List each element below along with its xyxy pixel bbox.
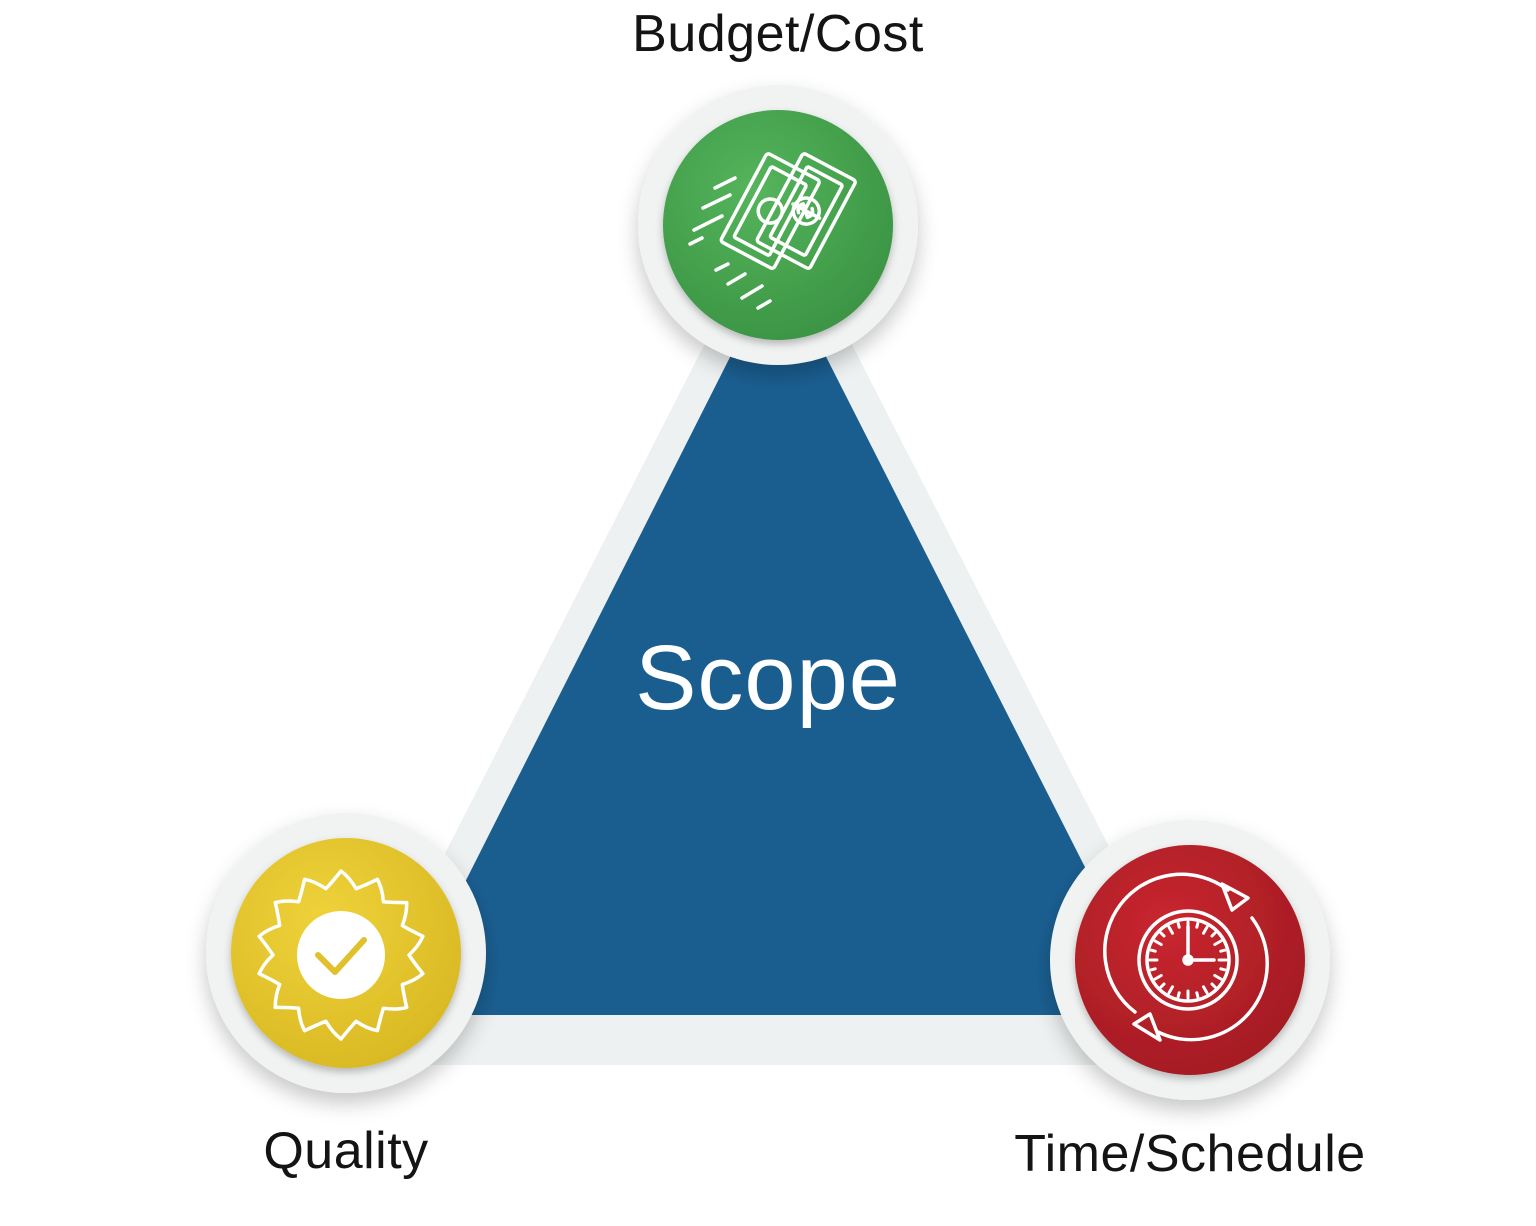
clock-tick bbox=[1195, 991, 1200, 999]
clock-tick bbox=[1202, 925, 1209, 935]
clock-tick bbox=[1153, 974, 1163, 981]
clock-tick bbox=[1210, 982, 1217, 989]
time-node bbox=[1050, 820, 1330, 1100]
clock-tick bbox=[1195, 921, 1200, 929]
clock-tick bbox=[1213, 939, 1223, 946]
quality-label: Quality bbox=[263, 1122, 429, 1180]
clock-tick bbox=[1159, 982, 1166, 989]
clock-tick bbox=[1153, 939, 1163, 946]
clock-tick bbox=[1210, 931, 1217, 938]
clock-tick bbox=[1167, 925, 1174, 935]
clock-tick bbox=[1176, 921, 1181, 929]
quality-node bbox=[206, 813, 486, 1093]
clock-tick bbox=[1149, 967, 1157, 972]
clock-tick bbox=[1149, 948, 1157, 953]
clock-tick bbox=[1213, 974, 1223, 981]
clock-tick bbox=[1202, 985, 1209, 995]
budget-cost-label: Budget/Cost bbox=[632, 5, 924, 63]
scope-label: Scope bbox=[635, 627, 901, 729]
clock-tick bbox=[1167, 985, 1174, 995]
budget-node bbox=[638, 85, 918, 365]
money-bills-icon bbox=[688, 152, 857, 310]
clock-tick bbox=[1176, 991, 1181, 999]
scope-triangle bbox=[398, 262, 1160, 1015]
clock-cycle-icon bbox=[1103, 872, 1269, 1042]
clock-tick bbox=[1219, 967, 1227, 972]
quality-badge-check-icon bbox=[257, 869, 425, 1041]
clock-tick bbox=[1219, 948, 1227, 953]
clock-tick bbox=[1159, 931, 1166, 938]
time-schedule-label: Time/Schedule bbox=[1014, 1125, 1366, 1183]
